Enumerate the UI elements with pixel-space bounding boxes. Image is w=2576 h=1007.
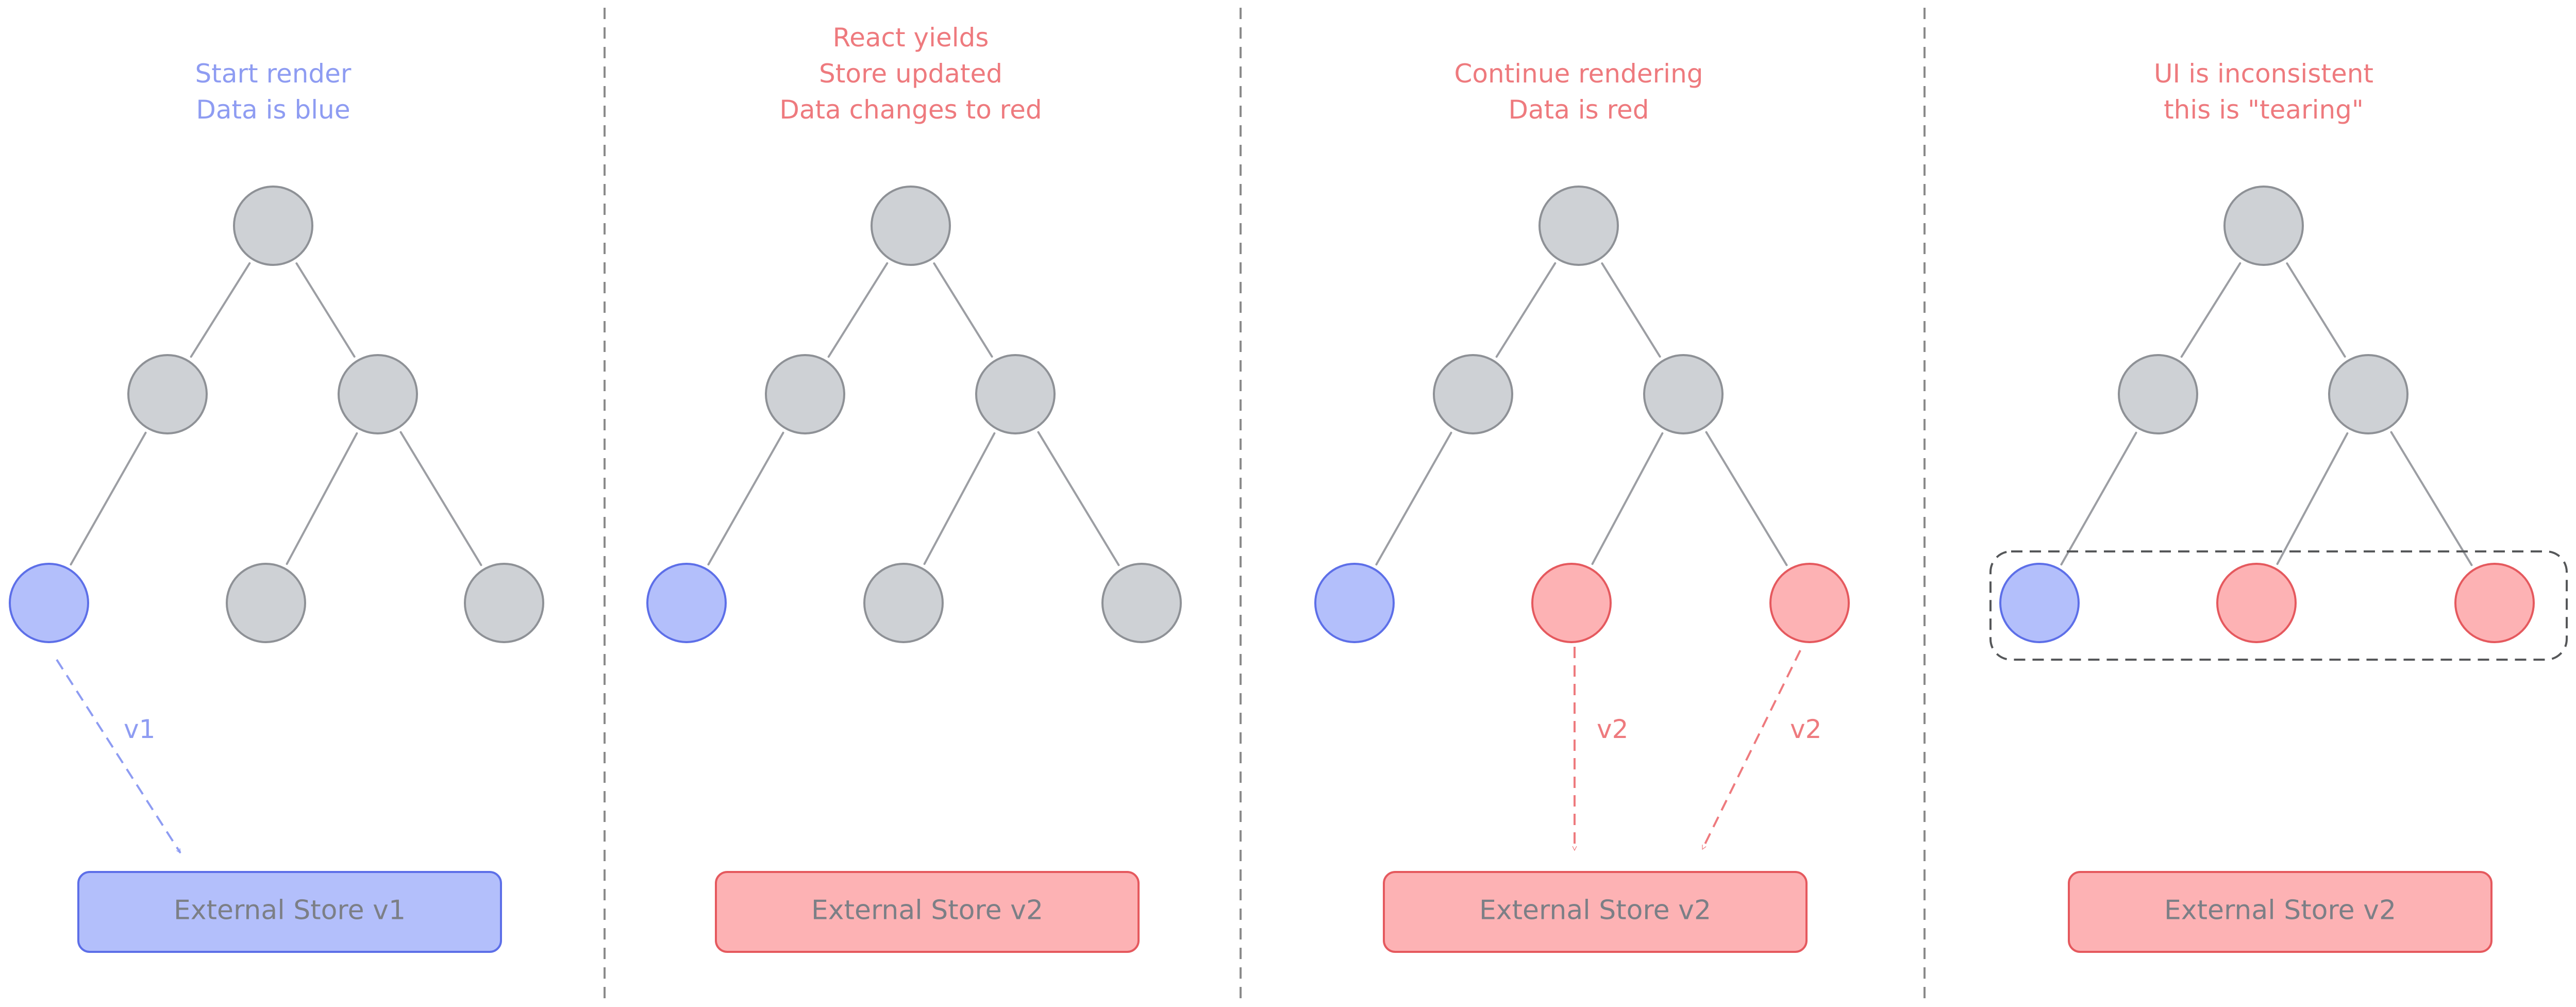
tree-edge	[933, 262, 993, 358]
tree-node	[2328, 354, 2408, 434]
tree-node	[1643, 354, 1724, 434]
leaf-node-blue	[646, 563, 727, 643]
tree-edge	[1601, 262, 1661, 358]
root-node	[2223, 186, 2304, 266]
external-store-label: External Store v1	[174, 895, 406, 926]
leaf-node-gray	[226, 563, 306, 643]
caption-line: Continue rendering	[1454, 59, 1703, 89]
tree-edge	[2276, 432, 2349, 565]
tree-node	[975, 354, 1056, 434]
tree-edge	[2180, 262, 2242, 358]
tree-edge	[295, 262, 356, 358]
tree-edge	[827, 262, 889, 358]
tree-node	[127, 354, 208, 434]
root-node	[871, 186, 951, 266]
root-node	[233, 186, 313, 266]
leaf-node-blue	[9, 563, 89, 643]
tree-edge	[1037, 431, 1120, 566]
tree-edge	[1591, 432, 1664, 565]
tree-edge	[190, 262, 251, 358]
tree-node	[1433, 354, 1513, 434]
external-store-label: External Store v2	[2164, 895, 2396, 926]
leaf-node-red	[1531, 563, 1612, 643]
tree-node	[765, 354, 845, 434]
leaf-node-red	[1769, 563, 1850, 643]
leaf-node-blue	[1999, 563, 2080, 643]
external-store-label: External Store v2	[1479, 895, 1711, 926]
caption-line: Data is red	[1508, 95, 1649, 125]
caption-line: Data is blue	[196, 95, 350, 125]
arrow-version-label: v2	[1597, 714, 1628, 744]
tree-edge	[286, 432, 358, 565]
arrow-version-label: v1	[124, 714, 155, 744]
arrow-version-label: v2	[1790, 714, 1821, 744]
tree-edge	[399, 431, 482, 566]
external-store-box	[77, 871, 502, 953]
leaf-node-gray	[464, 563, 544, 643]
leaf-node-gray	[863, 563, 944, 643]
caption-line: React yields	[833, 23, 989, 53]
leaf-node-blue	[1314, 563, 1395, 643]
tree-edge	[707, 431, 784, 566]
tree-edge	[1375, 431, 1452, 566]
caption-line: Start render	[195, 59, 351, 89]
leaf-node-red	[2216, 563, 2297, 643]
tearing-highlight-box	[1989, 550, 2568, 661]
tree-edge	[1705, 431, 1788, 566]
tree-edge	[1495, 262, 1557, 358]
tree-edge	[923, 432, 996, 565]
leaf-node-gray	[1101, 563, 1182, 643]
external-store-box	[715, 871, 1140, 953]
panel-caption: UI is inconsistent this is "tearing"	[2154, 59, 2373, 125]
root-node	[1538, 186, 1619, 266]
external-store-box	[2068, 871, 2493, 953]
external-store-box	[1383, 871, 1808, 953]
caption-line: UI is inconsistent	[2154, 59, 2373, 89]
tree-edge	[70, 431, 147, 566]
leaf-node-red	[2454, 563, 2535, 643]
caption-line: Data changes to red	[779, 95, 1042, 125]
tree-edge	[2390, 431, 2473, 566]
tree-node	[338, 354, 418, 434]
tree-node	[2118, 354, 2198, 434]
caption-line: this is "tearing"	[2164, 95, 2364, 125]
tree-edge	[2286, 262, 2346, 358]
tree-edge	[2060, 431, 2137, 566]
caption-line: Store updated	[819, 59, 1002, 89]
data-read-arrow	[1701, 650, 1801, 849]
external-store-label: External Store v2	[811, 895, 1043, 926]
data-read-arrow	[56, 659, 181, 853]
